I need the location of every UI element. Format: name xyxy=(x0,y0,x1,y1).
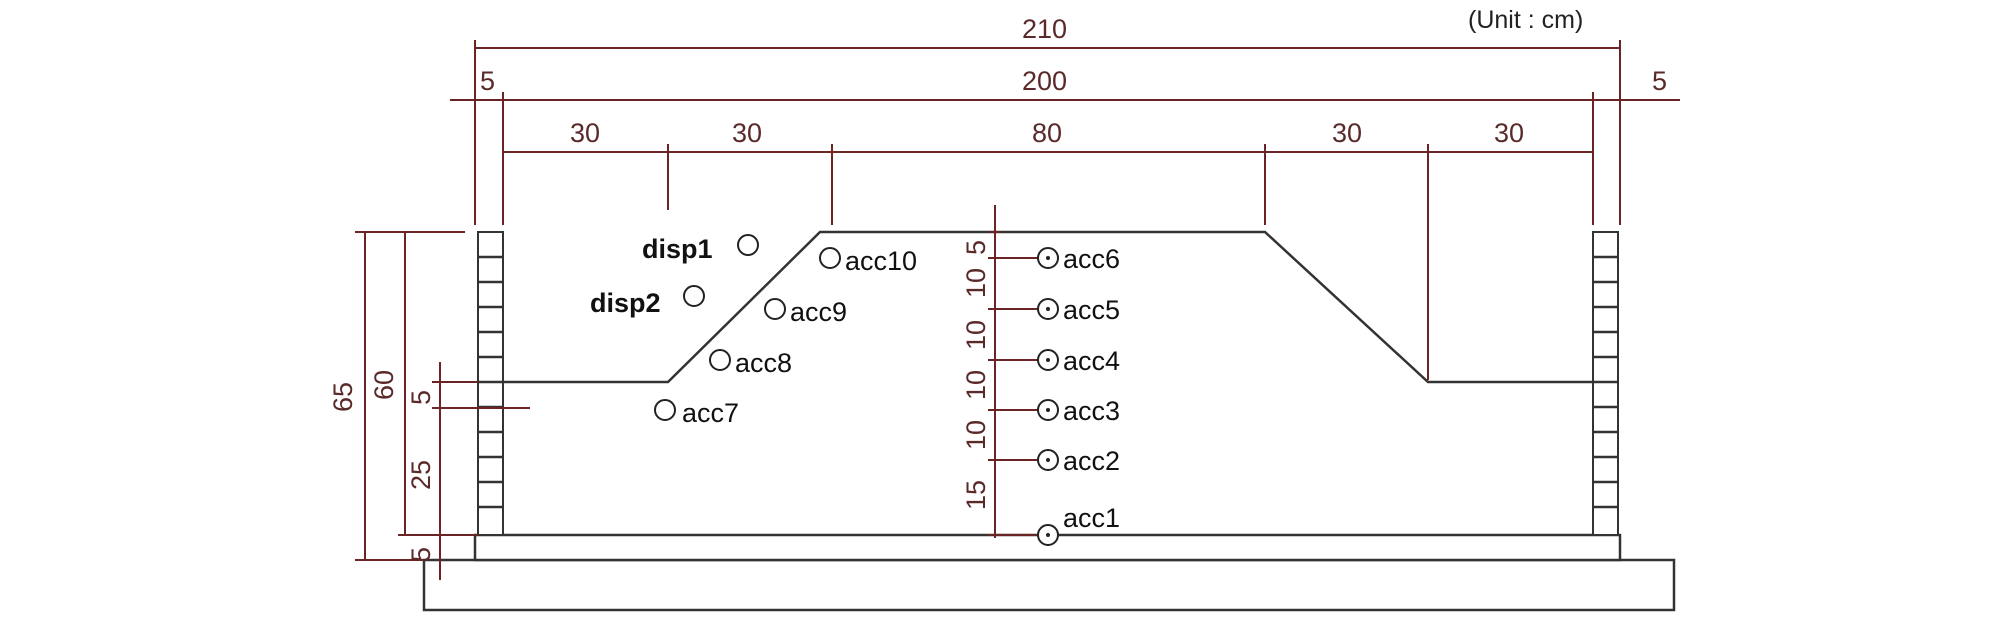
sensor-acc1: acc1 xyxy=(1037,503,1120,546)
unit-label: (Unit : cm) xyxy=(1468,6,1583,34)
right-wall xyxy=(1592,231,1619,536)
spacing-label-5: 10 xyxy=(961,420,991,450)
sensor-acc10: acc10 xyxy=(819,246,917,276)
sensor-disp2: disp2 xyxy=(590,285,705,318)
segment-2-label: 30 xyxy=(732,118,762,148)
sensor-acc9: acc9 xyxy=(764,297,847,327)
spacing-label-2: 10 xyxy=(961,268,991,298)
base-plate xyxy=(422,558,1676,612)
sensor-acc3: acc3 xyxy=(1037,396,1120,426)
spacing-label-4: 10 xyxy=(961,370,991,400)
sensor-acc7: acc7 xyxy=(654,398,739,428)
svg-text:acc4: acc4 xyxy=(1063,346,1120,376)
inner-width-label: 200 xyxy=(1022,66,1067,96)
embankment-profile xyxy=(503,230,1593,384)
svg-text:acc2: acc2 xyxy=(1063,446,1120,476)
svg-text:acc8: acc8 xyxy=(735,348,792,378)
svg-text:acc5: acc5 xyxy=(1063,295,1120,325)
spacing-label-6: 15 xyxy=(961,480,991,510)
spacing-label-3: 10 xyxy=(961,320,991,350)
svg-text:acc9: acc9 xyxy=(790,297,847,327)
svg-text:acc3: acc3 xyxy=(1063,396,1120,426)
wall-left-label: 5 xyxy=(480,66,495,96)
segment-3-label: 80 xyxy=(1032,118,1062,148)
svg-text:acc6: acc6 xyxy=(1063,244,1120,274)
svg-text:acc1: acc1 xyxy=(1063,503,1120,533)
height-soil-label: 60 xyxy=(369,370,399,400)
height-upper-5-label: 5 xyxy=(406,390,436,405)
sensor-acc8: acc8 xyxy=(709,348,792,378)
svg-text:disp1: disp1 xyxy=(642,234,713,264)
segment-5-label: 30 xyxy=(1494,118,1524,148)
sensor-acc2: acc2 xyxy=(1037,446,1120,476)
overall-width-label: 210 xyxy=(1022,14,1067,44)
sensor-column: 5 10 10 10 10 15 xyxy=(961,205,1050,538)
left-wall xyxy=(477,231,504,536)
segment-dimensions: 30 30 80 30 30 xyxy=(503,118,1593,380)
svg-text:acc7: acc7 xyxy=(682,398,739,428)
svg-text:disp2: disp2 xyxy=(590,288,661,318)
segment-1-label: 30 xyxy=(570,118,600,148)
height-dimensions: 65 60 5 25 5 xyxy=(328,231,530,580)
height-total-label: 65 xyxy=(328,382,358,412)
svg-text:acc10: acc10 xyxy=(845,246,917,276)
sensor-acc5: acc5 xyxy=(1037,295,1120,325)
sensor-acc4: acc4 xyxy=(1037,346,1120,376)
height-base-5-label: 5 xyxy=(406,547,436,562)
sensor-acc6: acc6 xyxy=(1037,244,1120,274)
spacing-label-1: 5 xyxy=(961,240,991,255)
inner-width-dimension: 200 5 5 xyxy=(450,66,1680,225)
segment-4-label: 30 xyxy=(1332,118,1362,148)
sensor-disp1: disp1 xyxy=(642,234,759,264)
height-25-label: 25 xyxy=(406,460,436,490)
overall-width-dimension: 210 xyxy=(474,14,1621,225)
wall-right-label: 5 xyxy=(1652,66,1667,96)
